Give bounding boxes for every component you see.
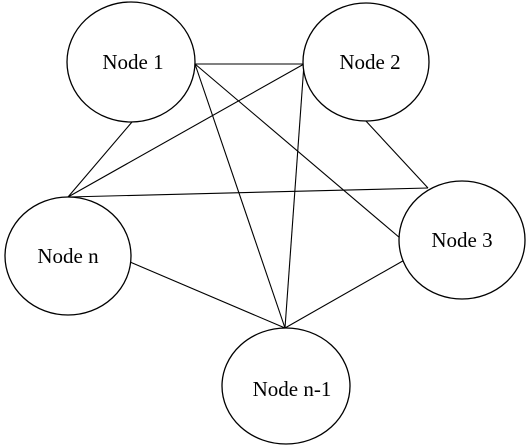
edge-node3-noden1	[284, 257, 409, 329]
node-n-label: Node n	[37, 244, 99, 268]
edge-node1-noden1	[194, 63, 286, 329]
node-3-circle	[398, 180, 526, 300]
edges-group	[67, 63, 429, 329]
node-n-circle	[4, 196, 132, 316]
edge-node2-noden1	[284, 63, 305, 329]
node-3-label: Node 3	[431, 228, 492, 252]
edge-node2-node3	[364, 119, 429, 189]
node-2: Node 2	[302, 2, 430, 122]
node-1-label: Node 1	[102, 50, 163, 74]
node-n-1-circle	[221, 327, 351, 445]
node-n: Node n	[4, 196, 132, 316]
node-2-label: Node 2	[339, 50, 400, 74]
node-2-circle	[302, 2, 430, 122]
edge-noden-node3	[67, 187, 429, 198]
node-1-circle	[66, 1, 196, 123]
node-n-1: Node n-1	[221, 327, 351, 445]
node-3: Node 3	[398, 180, 526, 300]
node-1: Node 1	[66, 1, 196, 123]
edge-node1-noden	[67, 121, 133, 198]
node-n-1-label: Node n-1	[253, 377, 332, 401]
edge-node2-noden	[67, 63, 305, 198]
edge-noden-noden1	[129, 261, 286, 329]
